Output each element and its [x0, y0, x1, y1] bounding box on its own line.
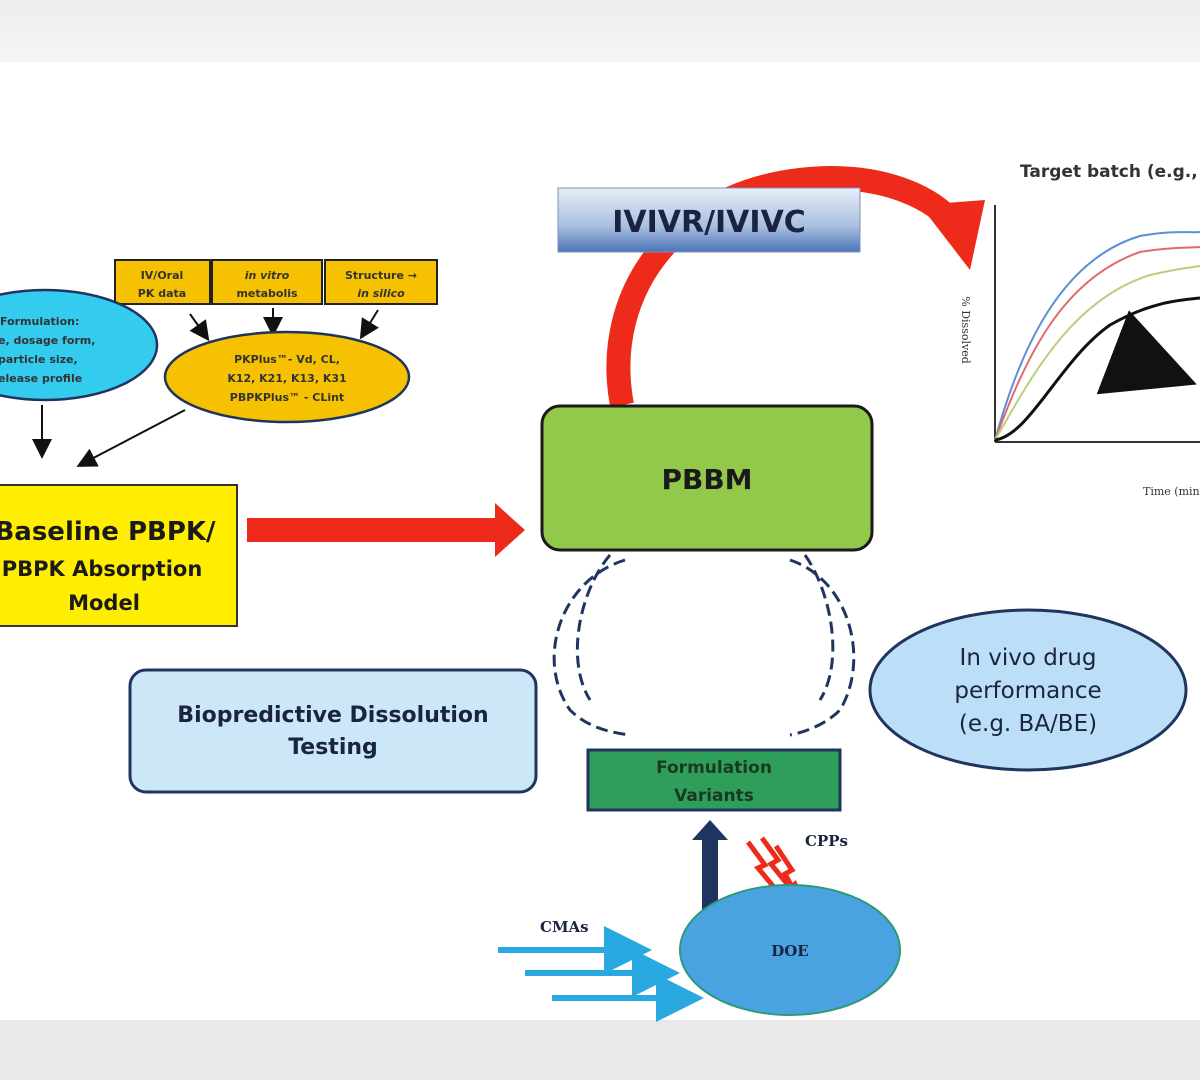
svg-text:IVIVR/IVIVC: IVIVR/IVIVC	[612, 205, 806, 240]
svg-text:(e.g. BA/BE): (e.g. BA/BE)	[959, 711, 1097, 737]
in-vivo-performance-ellipse: In vivo drug performance (e.g. BA/BE)	[868, 608, 1188, 772]
svg-text:K12, K21, K13, K31: K12, K21, K13, K31	[227, 372, 346, 385]
biopredictive-dissolution-box: Biopredictive Dissolution Testing	[128, 668, 538, 794]
svg-text:PBBM: PBBM	[661, 463, 752, 496]
svg-text:PKPlus™- Vd, CL,: PKPlus™- Vd, CL,	[234, 353, 340, 366]
series-line-2	[994, 246, 1200, 441]
baseline-pbpk-box: Baseline PBPK/ PBPK Absorption Model	[0, 484, 238, 627]
svg-text:in silico: in silico	[357, 287, 405, 300]
svg-text:PBPK Absorption: PBPK Absorption	[2, 557, 203, 581]
cpps-label: CPPs	[805, 832, 848, 850]
svg-text:particle size,: particle size,	[0, 353, 78, 366]
trend-arrow	[1096, 310, 1197, 395]
svg-text:Variants: Variants	[674, 786, 754, 806]
input-boxes: IV/Oral PK data in vitro metabolis Struc…	[114, 259, 438, 342]
series-line-4	[994, 296, 1200, 442]
svg-text:Model: Model	[68, 591, 140, 615]
y-axis-label: % Dissolved	[959, 296, 972, 363]
svg-text:Formulation: Formulation	[656, 758, 772, 778]
red-curved-arrow-head	[920, 200, 985, 270]
svg-text:in vitro: in vitro	[245, 269, 290, 282]
svg-text:IV/Oral: IV/Oral	[141, 269, 184, 282]
red-right-arrow	[247, 503, 525, 557]
svg-text:In vivo drug: In vivo drug	[960, 645, 1097, 671]
formulation-ellipse: Formulation: e, dosage form, particle si…	[0, 288, 159, 402]
svg-text:Formulation:: Formulation:	[0, 315, 79, 328]
iv-oral-pk-box	[114, 259, 211, 305]
structure-in-silico-box	[324, 259, 438, 305]
svg-text:Biopredictive Dissolution: Biopredictive Dissolution	[177, 703, 488, 728]
svg-text:PK data: PK data	[138, 287, 186, 300]
navy-up-arrow	[692, 820, 728, 910]
series-line-3	[994, 265, 1200, 441]
svg-text:Baseline PBPK/: Baseline PBPK/	[0, 517, 216, 547]
formulation-variants-box: Formulation Variants	[586, 748, 842, 812]
svg-text:e, dosage form,: e, dosage form,	[0, 334, 95, 347]
dissolution-chart: Target batch (e.g., % Dissolved Time (mi…	[959, 162, 1200, 498]
ivivr-ivivc-box: IVIVR/IVIVC	[557, 187, 861, 253]
svg-text:DOE: DOE	[771, 942, 809, 960]
svg-text:Structure →: Structure →	[345, 269, 417, 282]
svg-text:metabolis: metabolis	[236, 287, 298, 300]
doe-ellipse: DOE	[679, 884, 901, 1016]
cmas-label: CMAs	[540, 918, 589, 936]
pbbm-box: PBBM	[540, 404, 874, 552]
series-line-1	[994, 231, 1200, 441]
x-axis-label: Time (min)	[1143, 485, 1200, 498]
svg-text:PBPKPlus™ - CLint: PBPKPlus™ - CLint	[230, 391, 344, 404]
in-vitro-metabolism-box	[211, 259, 323, 305]
svg-text:elease profile: elease profile	[0, 372, 82, 385]
bottom-band	[0, 1020, 1200, 1080]
pkplus-ellipse: PKPlus™- Vd, CL, K12, K21, K13, K31 PBPK…	[163, 330, 411, 424]
svg-text:Testing: Testing	[288, 735, 378, 760]
dashed-cycle-arrows	[552, 554, 856, 737]
cmas-arrows	[498, 926, 704, 1022]
chart-title: Target batch (e.g.,	[1020, 162, 1198, 182]
top-band	[0, 0, 1200, 62]
svg-text:performance: performance	[954, 678, 1101, 704]
